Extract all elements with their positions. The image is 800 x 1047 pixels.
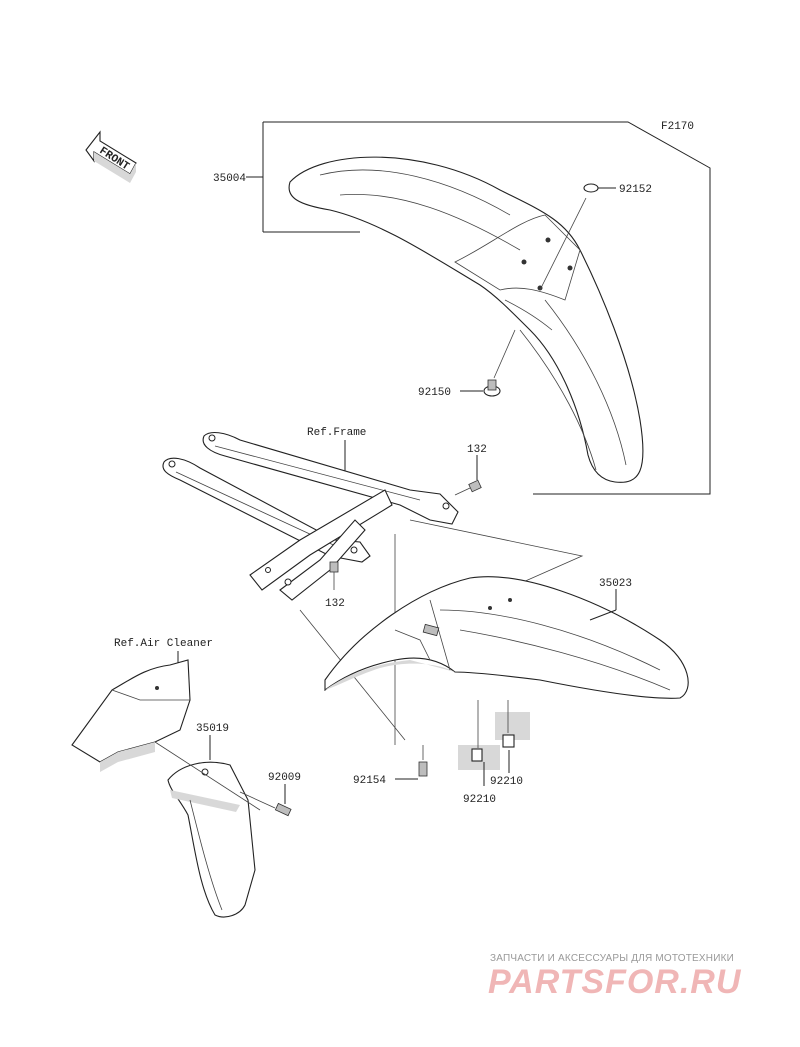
screw-92009 <box>239 791 292 817</box>
label-132-left: 132 <box>325 598 345 610</box>
label-92009: 92009 <box>268 772 301 784</box>
figure-code: F2170 <box>661 121 694 133</box>
bolt-92150 <box>483 329 516 397</box>
label-35023: 35023 <box>599 578 632 590</box>
label-132-right: 132 <box>467 444 487 456</box>
front-fender <box>288 156 644 483</box>
label-92210-right: 92210 <box>490 776 523 788</box>
watermark-caption: ЗАПЧАСТИ И АКСЕССУАРЫ ДЛЯ МОТОТЕХНИКИ <box>490 953 735 964</box>
label-35019: 35019 <box>196 723 229 735</box>
rear-fender <box>324 576 689 699</box>
front-arrow-icon: FRONT <box>85 130 137 183</box>
nut-92210-right <box>495 700 530 748</box>
air-cleaner-box <box>71 659 191 772</box>
bolt-132-right <box>454 479 482 496</box>
ref-air-cleaner-label: Ref.Air Cleaner <box>114 638 213 650</box>
mud-flap <box>154 741 261 918</box>
label-35004: 35004 <box>213 173 246 185</box>
bolt-132-left <box>329 561 339 590</box>
label-92210-left: 92210 <box>463 794 496 806</box>
watermark-logo: PARTSFOR.RU <box>488 963 742 1001</box>
ref-frame-label: Ref.Frame <box>307 427 366 439</box>
rear-subframe <box>162 431 459 601</box>
label-92152: 92152 <box>619 184 652 196</box>
label-92150: 92150 <box>418 387 451 399</box>
label-92154: 92154 <box>353 775 386 787</box>
bolt-92154 <box>418 745 428 777</box>
front-fender-group-outline <box>263 121 711 495</box>
nut-92210-left <box>458 700 500 770</box>
washer-92152 <box>539 183 599 291</box>
